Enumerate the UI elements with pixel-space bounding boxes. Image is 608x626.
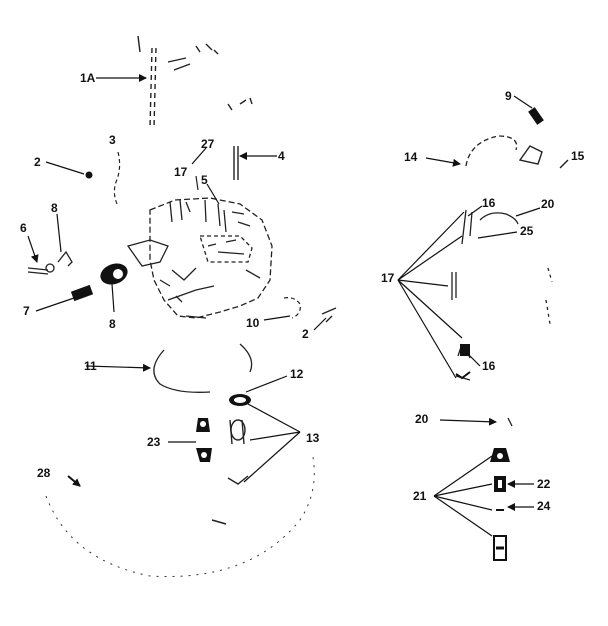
leader-8-upper bbox=[56, 213, 62, 253]
float-part bbox=[227, 419, 249, 485]
callout-16-upper: 16 bbox=[482, 196, 496, 210]
carburetor-body-part bbox=[126, 197, 273, 319]
needle-seat-part bbox=[229, 394, 251, 406]
leader-28 bbox=[67, 475, 81, 487]
pump-rod-part bbox=[227, 97, 253, 180]
leader-10 bbox=[263, 315, 291, 321]
leader-11 bbox=[85, 363, 151, 372]
gasket-part bbox=[283, 297, 301, 319]
lever-15-part bbox=[518, 145, 569, 169]
leader-2-right bbox=[313, 317, 327, 331]
choke-plate-part bbox=[465, 135, 518, 167]
callout-10: 10 bbox=[246, 316, 260, 330]
leader-12 bbox=[245, 375, 288, 393]
drain-part bbox=[211, 519, 227, 525]
leader-20-upper bbox=[515, 207, 541, 217]
washer-20-part bbox=[507, 417, 513, 427]
leader-25 bbox=[477, 231, 518, 239]
callout-3: 3 bbox=[109, 133, 116, 147]
callout-17-right: 17 bbox=[381, 271, 395, 285]
leader-20-lower bbox=[439, 417, 497, 426]
callout-1a: 1A bbox=[80, 71, 96, 85]
leaders-17-right bbox=[397, 211, 465, 379]
screw-part bbox=[321, 307, 337, 323]
leader-27 bbox=[191, 147, 207, 165]
leader-16-upper bbox=[467, 205, 483, 217]
callout-8-upper: 8 bbox=[51, 201, 58, 215]
callout-27: 27 bbox=[201, 137, 215, 151]
spring-8-upper bbox=[57, 250, 73, 267]
callout-11: 11 bbox=[84, 359, 97, 373]
callout-2-right: 2 bbox=[302, 327, 309, 341]
callout-17-left: 17 bbox=[174, 165, 188, 179]
choke-shaft-part bbox=[137, 35, 219, 129]
main-jet-part bbox=[196, 418, 212, 462]
callout-28: 28 bbox=[37, 466, 51, 480]
callout-20-upper: 20 bbox=[541, 197, 555, 211]
callout-5: 5 bbox=[201, 173, 208, 187]
callout-2-left: 2 bbox=[34, 155, 41, 169]
screw-9-part bbox=[528, 107, 544, 125]
check-ball-part bbox=[85, 171, 93, 179]
callout-4: 4 bbox=[278, 149, 285, 163]
leader-14 bbox=[425, 157, 461, 167]
callout-21: 21 bbox=[413, 489, 427, 503]
callout-9: 9 bbox=[505, 89, 512, 103]
leader-5 bbox=[206, 183, 220, 205]
callout-23: 23 bbox=[147, 435, 161, 449]
pin-part bbox=[195, 175, 199, 191]
callout-14: 14 bbox=[404, 150, 418, 164]
callout-12: 12 bbox=[290, 367, 304, 381]
leader-2-left bbox=[45, 161, 85, 175]
leader-7 bbox=[35, 297, 75, 312]
leaders-21 bbox=[433, 455, 493, 537]
callout-13: 13 bbox=[306, 431, 320, 445]
spring-part bbox=[113, 151, 121, 207]
leaders-13 bbox=[243, 403, 301, 483]
callout-24: 24 bbox=[537, 499, 551, 513]
leader-9 bbox=[513, 95, 533, 109]
callout-15: 15 bbox=[571, 149, 585, 163]
float-bowl-part bbox=[45, 451, 315, 578]
leader-16-lower bbox=[467, 353, 481, 367]
callout-20-lower: 20 bbox=[415, 412, 429, 426]
idle-screw-part bbox=[70, 284, 94, 302]
spring-8-lower bbox=[100, 263, 128, 285]
callout-7: 7 bbox=[23, 304, 30, 318]
callout-22: 22 bbox=[537, 477, 551, 491]
leader-8-lower bbox=[111, 283, 115, 313]
float-gasket-part bbox=[153, 343, 253, 393]
callout-16-lower: 16 bbox=[482, 359, 496, 373]
callout-8-lower: 8 bbox=[109, 317, 116, 331]
idle-assembly-part bbox=[490, 448, 510, 561]
leader-6 bbox=[27, 235, 39, 263]
callout-25: 25 bbox=[520, 224, 534, 238]
callout-6: 6 bbox=[20, 221, 27, 235]
needle-screw-part bbox=[27, 263, 55, 275]
part-16-lower bbox=[455, 344, 471, 380]
